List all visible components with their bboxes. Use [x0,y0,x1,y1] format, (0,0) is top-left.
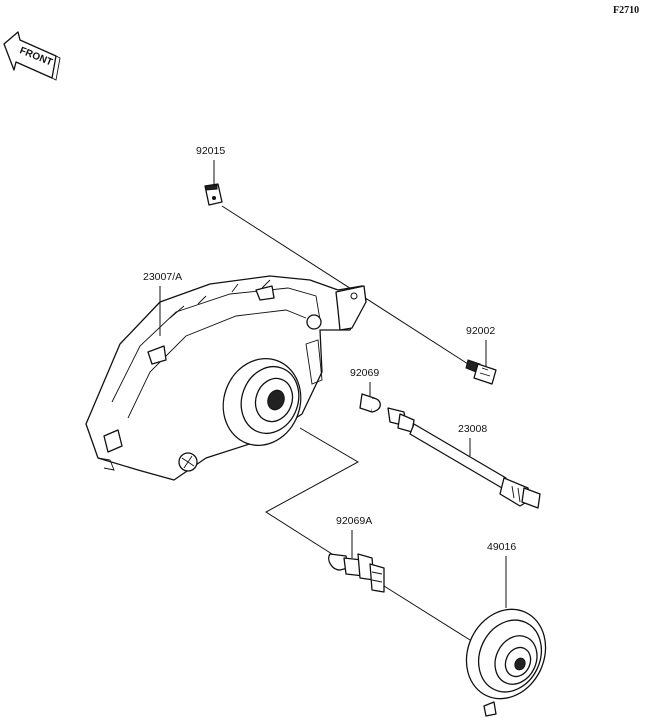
connection-92069A-49016 [383,585,471,641]
group-bracket-line [265,427,360,555]
part-23007-headlight-housing [85,275,367,481]
part-49016-dust-cover [465,608,547,717]
part-92069-bulb [359,393,381,413]
part-23008-socket-wire [387,407,541,509]
front-arrow-icon: FRONT [3,31,61,81]
label-92069: 92069 [350,367,379,379]
figure-code: F2710 [613,5,639,16]
label-23008: 23008 [458,423,487,435]
part-92002-bolt [465,359,497,385]
part-92015-clip-nut [204,183,223,206]
label-92069A: 92069A [336,515,372,527]
part-92069A-headlamp-bulb [328,553,385,593]
connection-92015-92002 [221,205,469,365]
label-49016: 49016 [487,541,516,553]
label-23007: 23007/A [143,271,182,283]
label-92002: 92002 [466,325,495,337]
label-92015: 92015 [196,145,225,157]
